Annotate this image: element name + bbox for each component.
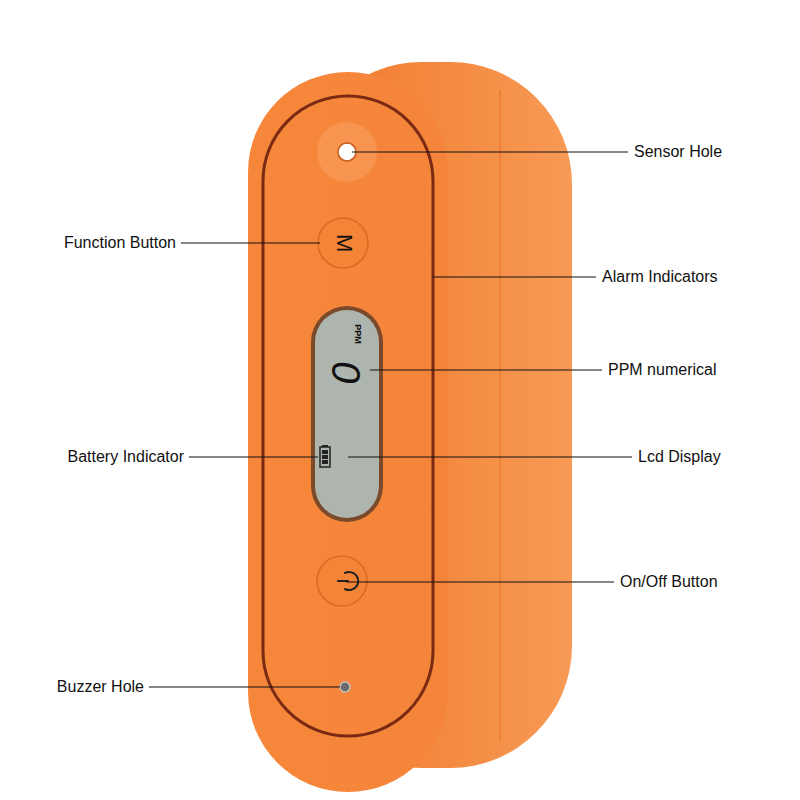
battery-icon <box>320 445 330 467</box>
unit-text: PPM <box>352 324 362 344</box>
lcd-digit: 0 <box>324 361 368 383</box>
leader-lines <box>149 152 632 687</box>
housing-seam <box>499 90 501 740</box>
part-label: On/Off Button <box>620 573 718 591</box>
part-label: PPM numerical <box>608 361 716 379</box>
alarm-indicator-ring <box>263 96 433 736</box>
power-button <box>317 556 367 606</box>
part-label: Sensor Hole <box>634 143 722 161</box>
part-label: Function Button <box>64 234 176 252</box>
part-label: Alarm Indicators <box>602 268 718 286</box>
buzzer-hole <box>340 682 350 692</box>
part-label: Lcd Display <box>638 448 721 466</box>
button-letter: M <box>332 234 356 252</box>
power-symbol <box>338 572 358 590</box>
lcd-display <box>315 310 379 518</box>
lcd-bezel <box>311 306 383 522</box>
part-label: Battery Indicator <box>68 448 185 466</box>
housing-front <box>248 72 448 792</box>
function-button <box>318 218 368 268</box>
part-label: Buzzer Hole <box>57 678 144 696</box>
